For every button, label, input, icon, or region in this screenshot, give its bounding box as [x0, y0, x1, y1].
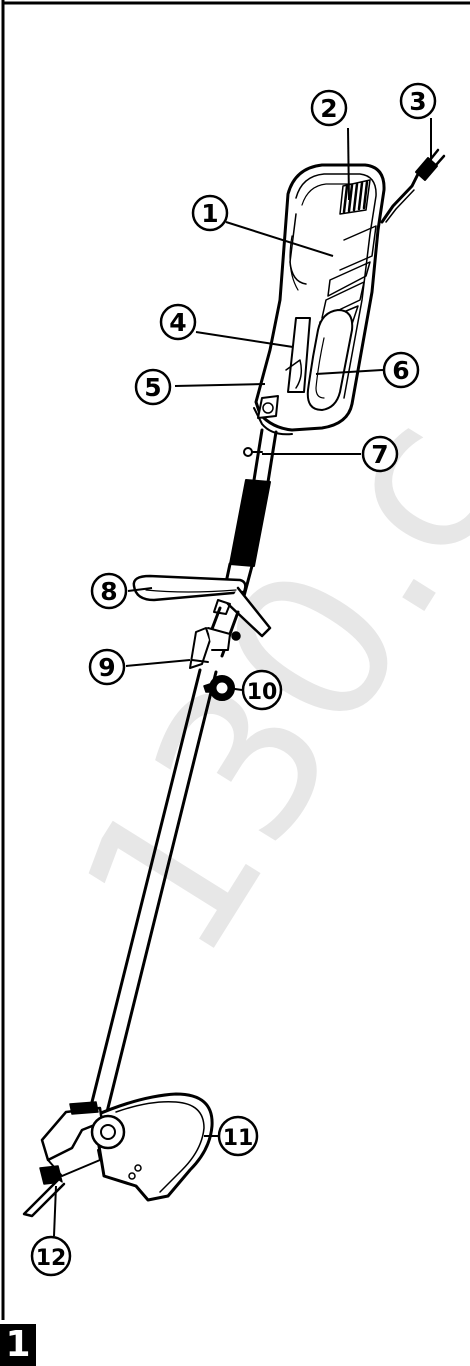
callout-7: 7 — [361, 435, 399, 473]
svg-text:7: 7 — [371, 440, 388, 469]
svg-text:10: 10 — [247, 680, 278, 705]
callout-2: 2 — [310, 89, 348, 127]
callout-11: 11 — [217, 1115, 259, 1157]
power-cord — [380, 168, 422, 224]
callouts: 1 2 3 4 5 6 7 8 — [30, 82, 437, 1277]
callout-4: 4 — [159, 303, 197, 341]
callout-10: 10 — [241, 669, 283, 711]
svg-text:9: 9 — [98, 653, 115, 682]
callout-5: 5 — [134, 368, 172, 406]
auxiliary-handle — [132, 574, 272, 638]
motor-housing — [254, 163, 386, 432]
callout-3: 3 — [399, 82, 437, 120]
svg-text:11: 11 — [223, 1126, 254, 1151]
cutting-line — [22, 1178, 66, 1218]
callout-12: 12 — [30, 1235, 72, 1277]
callout-1: 1 — [191, 194, 229, 232]
svg-text:4: 4 — [169, 308, 186, 337]
svg-text:3: 3 — [409, 87, 426, 116]
adjustment-knob-icon — [203, 675, 235, 701]
handle-grip — [306, 309, 354, 411]
main-shaft — [88, 668, 202, 1112]
callout-9: 9 — [88, 648, 126, 686]
callout-8: 8 — [90, 572, 128, 610]
shaft-clamp — [189, 627, 241, 669]
trimmer-illustration — [22, 148, 446, 1218]
svg-text:5: 5 — [144, 373, 161, 402]
svg-text:2: 2 — [320, 94, 337, 123]
grip-sleeve — [229, 479, 271, 567]
svg-text:6: 6 — [392, 356, 409, 385]
shaft-knob-icon — [243, 447, 253, 457]
callout-6: 6 — [382, 351, 420, 389]
cutting-head — [39, 1101, 126, 1185]
safety-guard — [92, 1092, 214, 1202]
svg-text:1: 1 — [201, 199, 218, 228]
vent-grille — [339, 179, 371, 215]
svg-text:8: 8 — [100, 577, 117, 606]
svg-text:12: 12 — [36, 1246, 67, 1271]
leader-lines — [53, 118, 432, 1237]
figure-number-badge: 1 — [0, 1324, 36, 1366]
lock-button — [257, 395, 279, 419]
